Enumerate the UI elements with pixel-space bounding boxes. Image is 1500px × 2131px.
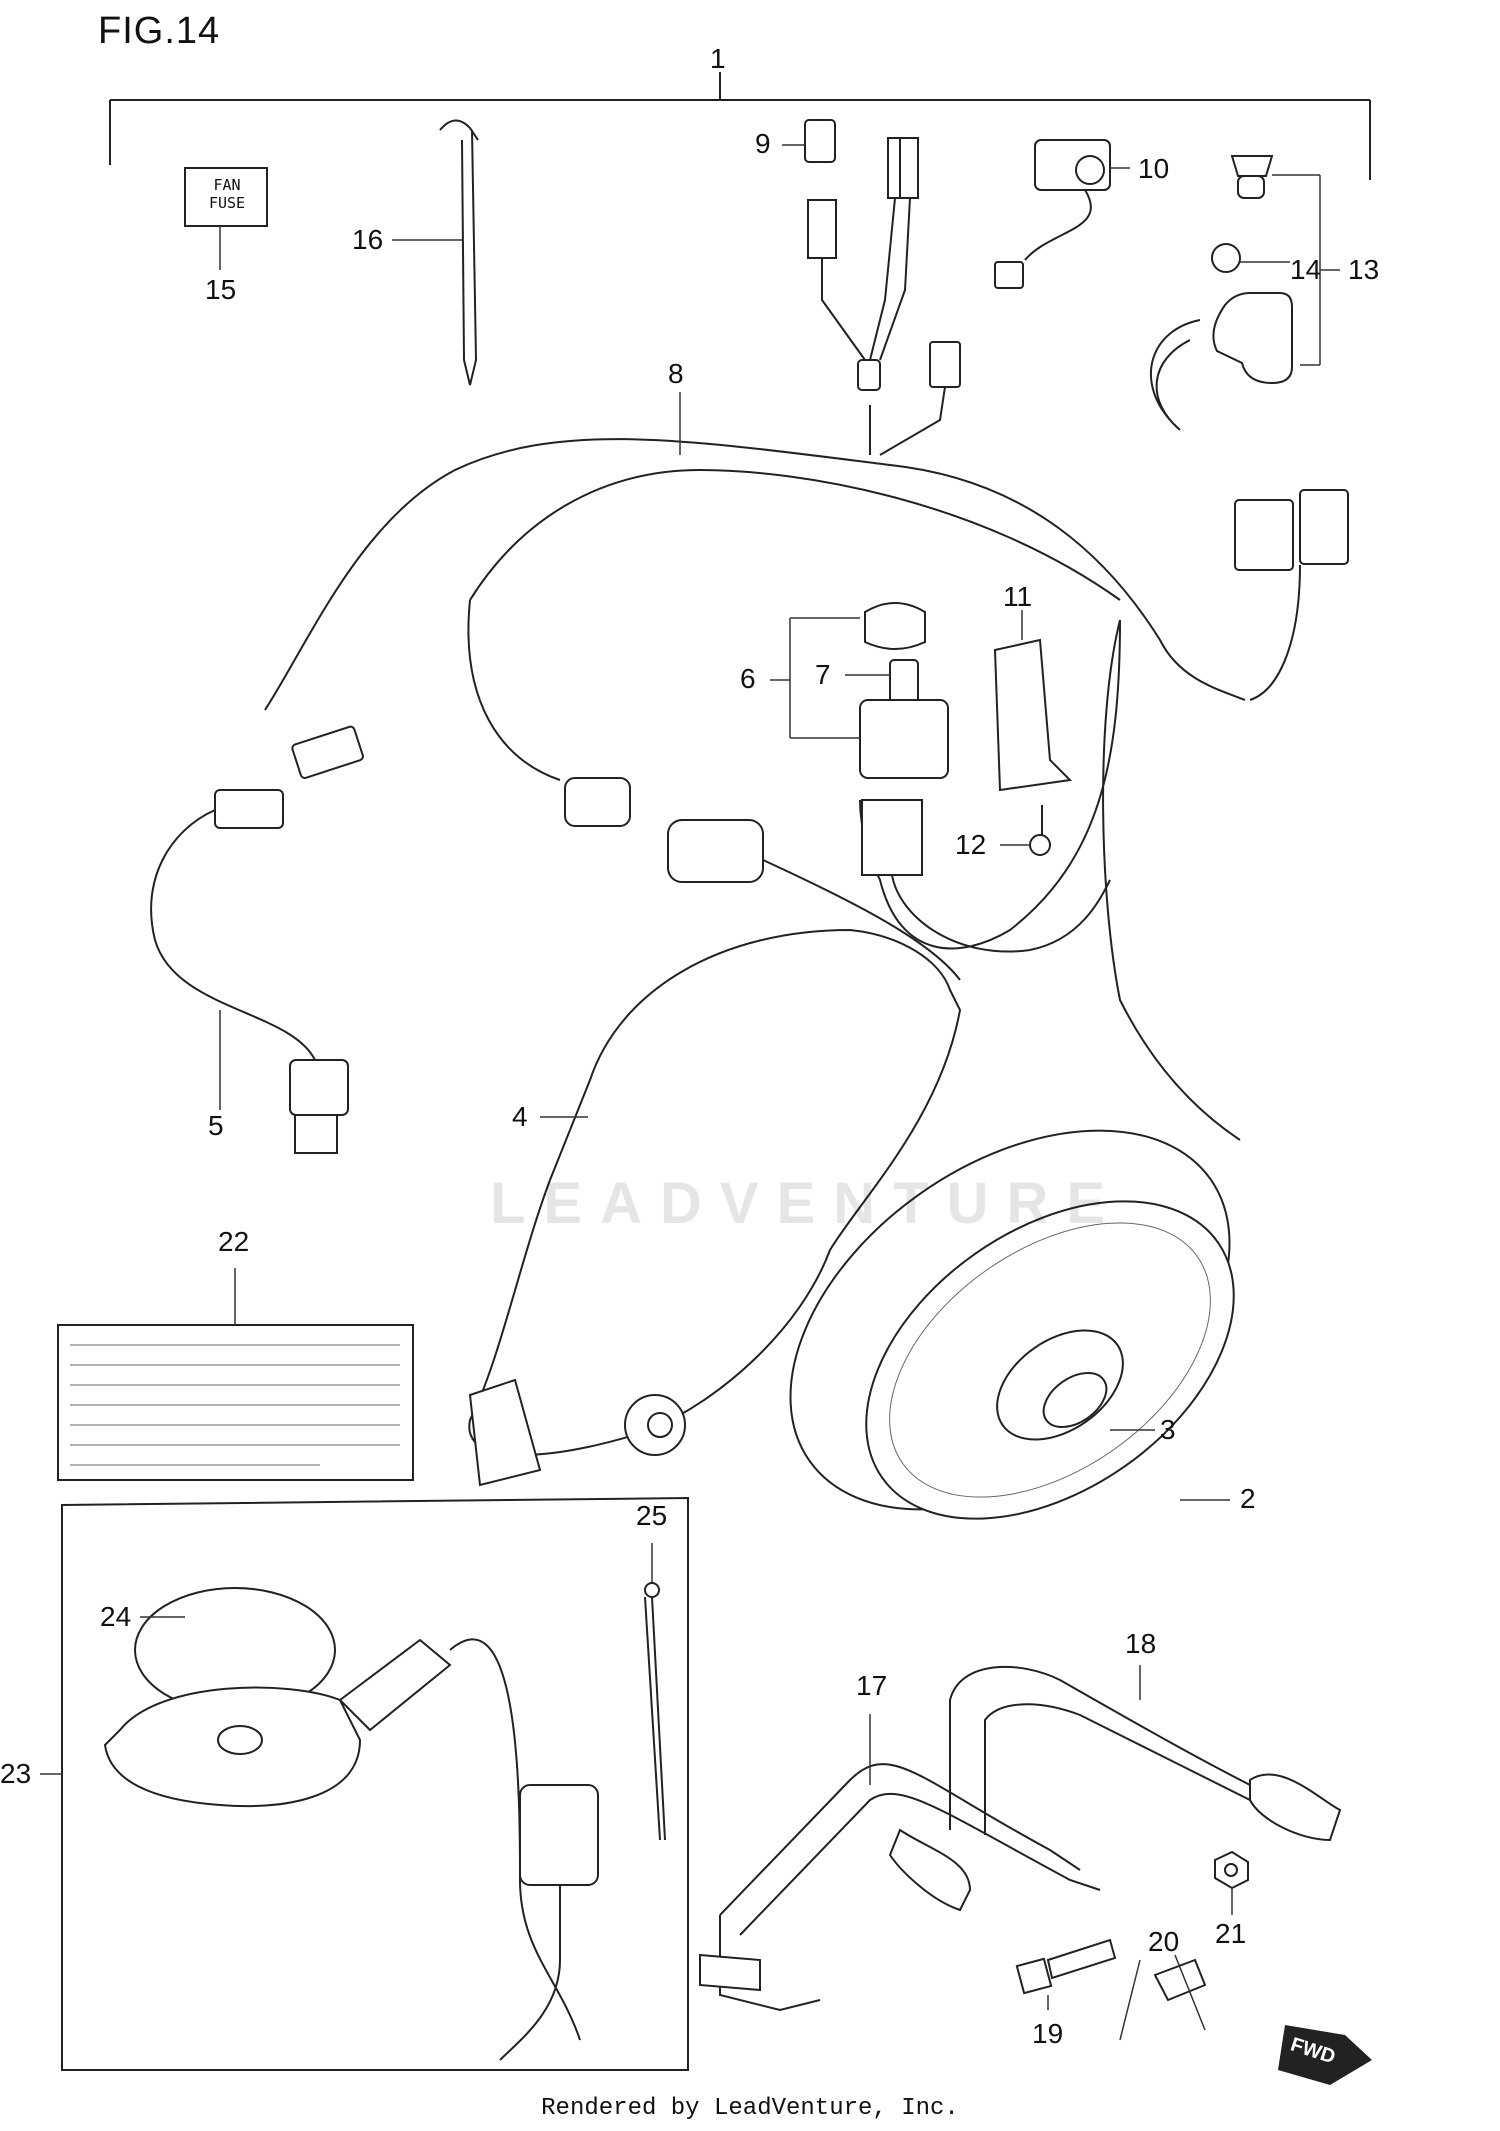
callout-16[interactable]: 16 (352, 224, 384, 255)
wire-harness-8 (264, 392, 1349, 1141)
fwd-arrow-badge (1278, 2025, 1372, 2085)
fuse-label-line2: FUSE (208, 194, 246, 212)
callout-15[interactable]: 15 (205, 274, 237, 305)
bolt-19 (1015, 1938, 1117, 2010)
fan-fuse-text: FAN FUSE (198, 176, 256, 212)
nut-21 (1214, 1850, 1249, 1915)
fan-shroud-4 (468, 928, 962, 1487)
temperature-sensor-5 (150, 725, 364, 1154)
callout-20[interactable]: 20 (1148, 1926, 1180, 1957)
fuse-label-line1: FAN (213, 176, 241, 194)
callout-4[interactable]: 4 (512, 1101, 528, 1132)
callout-12[interactable]: 12 (955, 829, 987, 860)
callout-24[interactable]: 24 (100, 1601, 132, 1632)
figure-title: FIG.14 (98, 10, 221, 52)
fan-fuse-label-part (184, 167, 268, 270)
callout-13[interactable]: 13 (1348, 254, 1380, 285)
callout-11[interactable]: 11 (1003, 581, 1033, 612)
warning-label-22 (57, 1268, 414, 1481)
callout-7[interactable]: 7 (815, 659, 831, 690)
callout-3[interactable]: 3 (1160, 1414, 1176, 1445)
callout-6[interactable]: 6 (740, 663, 756, 694)
cable-tie-16 (392, 119, 479, 386)
footer-credit: Rendered by LeadVenture, Inc. (541, 2095, 959, 2122)
screw-12 (1000, 805, 1051, 856)
relay-cover-11 (993, 610, 1073, 792)
fan-motor-2 (789, 1129, 1235, 1520)
callout-19[interactable]: 19 (1032, 2018, 1064, 2049)
indicator-light-13 (1149, 155, 1340, 431)
fuse-9 (782, 119, 836, 163)
fan-switch-10 (994, 139, 1130, 289)
callout-14[interactable]: 14 (1290, 254, 1322, 285)
assembly-1-bracket (109, 72, 1371, 180)
callout-21[interactable]: 21 (1215, 1918, 1247, 1949)
callout-5[interactable]: 5 (208, 1110, 224, 1141)
callout-2[interactable]: 2 (1240, 1483, 1256, 1514)
fuse-holder-wires (807, 137, 961, 456)
callout-17[interactable]: 17 (856, 1670, 888, 1701)
callout-10[interactable]: 10 (1138, 153, 1170, 184)
cable-tie-25 (644, 1543, 666, 1841)
callout-18[interactable]: 18 (1125, 1628, 1157, 1659)
callout-23[interactable]: 23 (0, 1758, 32, 1789)
collar-20 (1119, 1954, 1207, 2041)
watermark: LEADVENTURE (490, 1171, 1124, 1236)
callout-9[interactable]: 9 (755, 128, 771, 159)
fan-bracket-17 (699, 1714, 1101, 2012)
thermo-switch-assembly-23 (40, 1496, 689, 2071)
harness-connectors-mid (564, 777, 961, 981)
fan-bracket-18 (949, 1665, 1342, 1842)
callout-8[interactable]: 8 (668, 358, 684, 389)
callout-25[interactable]: 25 (636, 1500, 668, 1531)
relay-6 (770, 602, 1111, 953)
callout-1[interactable]: 1 (710, 43, 726, 74)
callout-22[interactable]: 22 (218, 1226, 250, 1257)
